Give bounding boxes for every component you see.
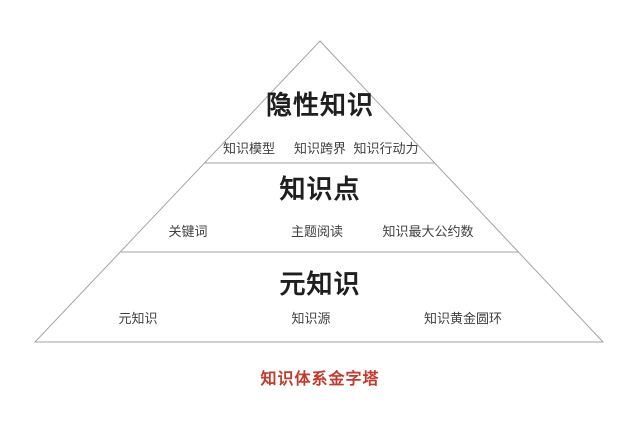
tier-title-meta-knowledge: 元知识	[279, 269, 361, 299]
tier-title-tacit-knowledge: 隐性知识	[265, 90, 374, 120]
tier3-item-golden-circle: 知识黄金圆环	[423, 311, 503, 326]
tier-title-knowledge-points: 知识点	[279, 174, 361, 204]
tier2-item-keywords: 关键词	[168, 224, 208, 239]
tier2-item-thematic-reading: 主题阅读	[290, 224, 344, 239]
tier2-item-greatest-common-divisor: 知识最大公约数	[382, 224, 474, 239]
diagram-caption: 知识体系金字塔	[260, 371, 380, 388]
pyramid-outline	[33, 40, 605, 343]
tier1-item-knowledge-model: 知识模型	[222, 141, 276, 156]
tier3-item-meta-knowledge: 元知识	[118, 311, 158, 326]
tier1-item-knowledge-action: 知识行动力	[353, 141, 419, 156]
tier3-item-knowledge-source: 知识源	[291, 311, 331, 326]
tier1-item-knowledge-crossover: 知识跨界	[293, 141, 347, 156]
